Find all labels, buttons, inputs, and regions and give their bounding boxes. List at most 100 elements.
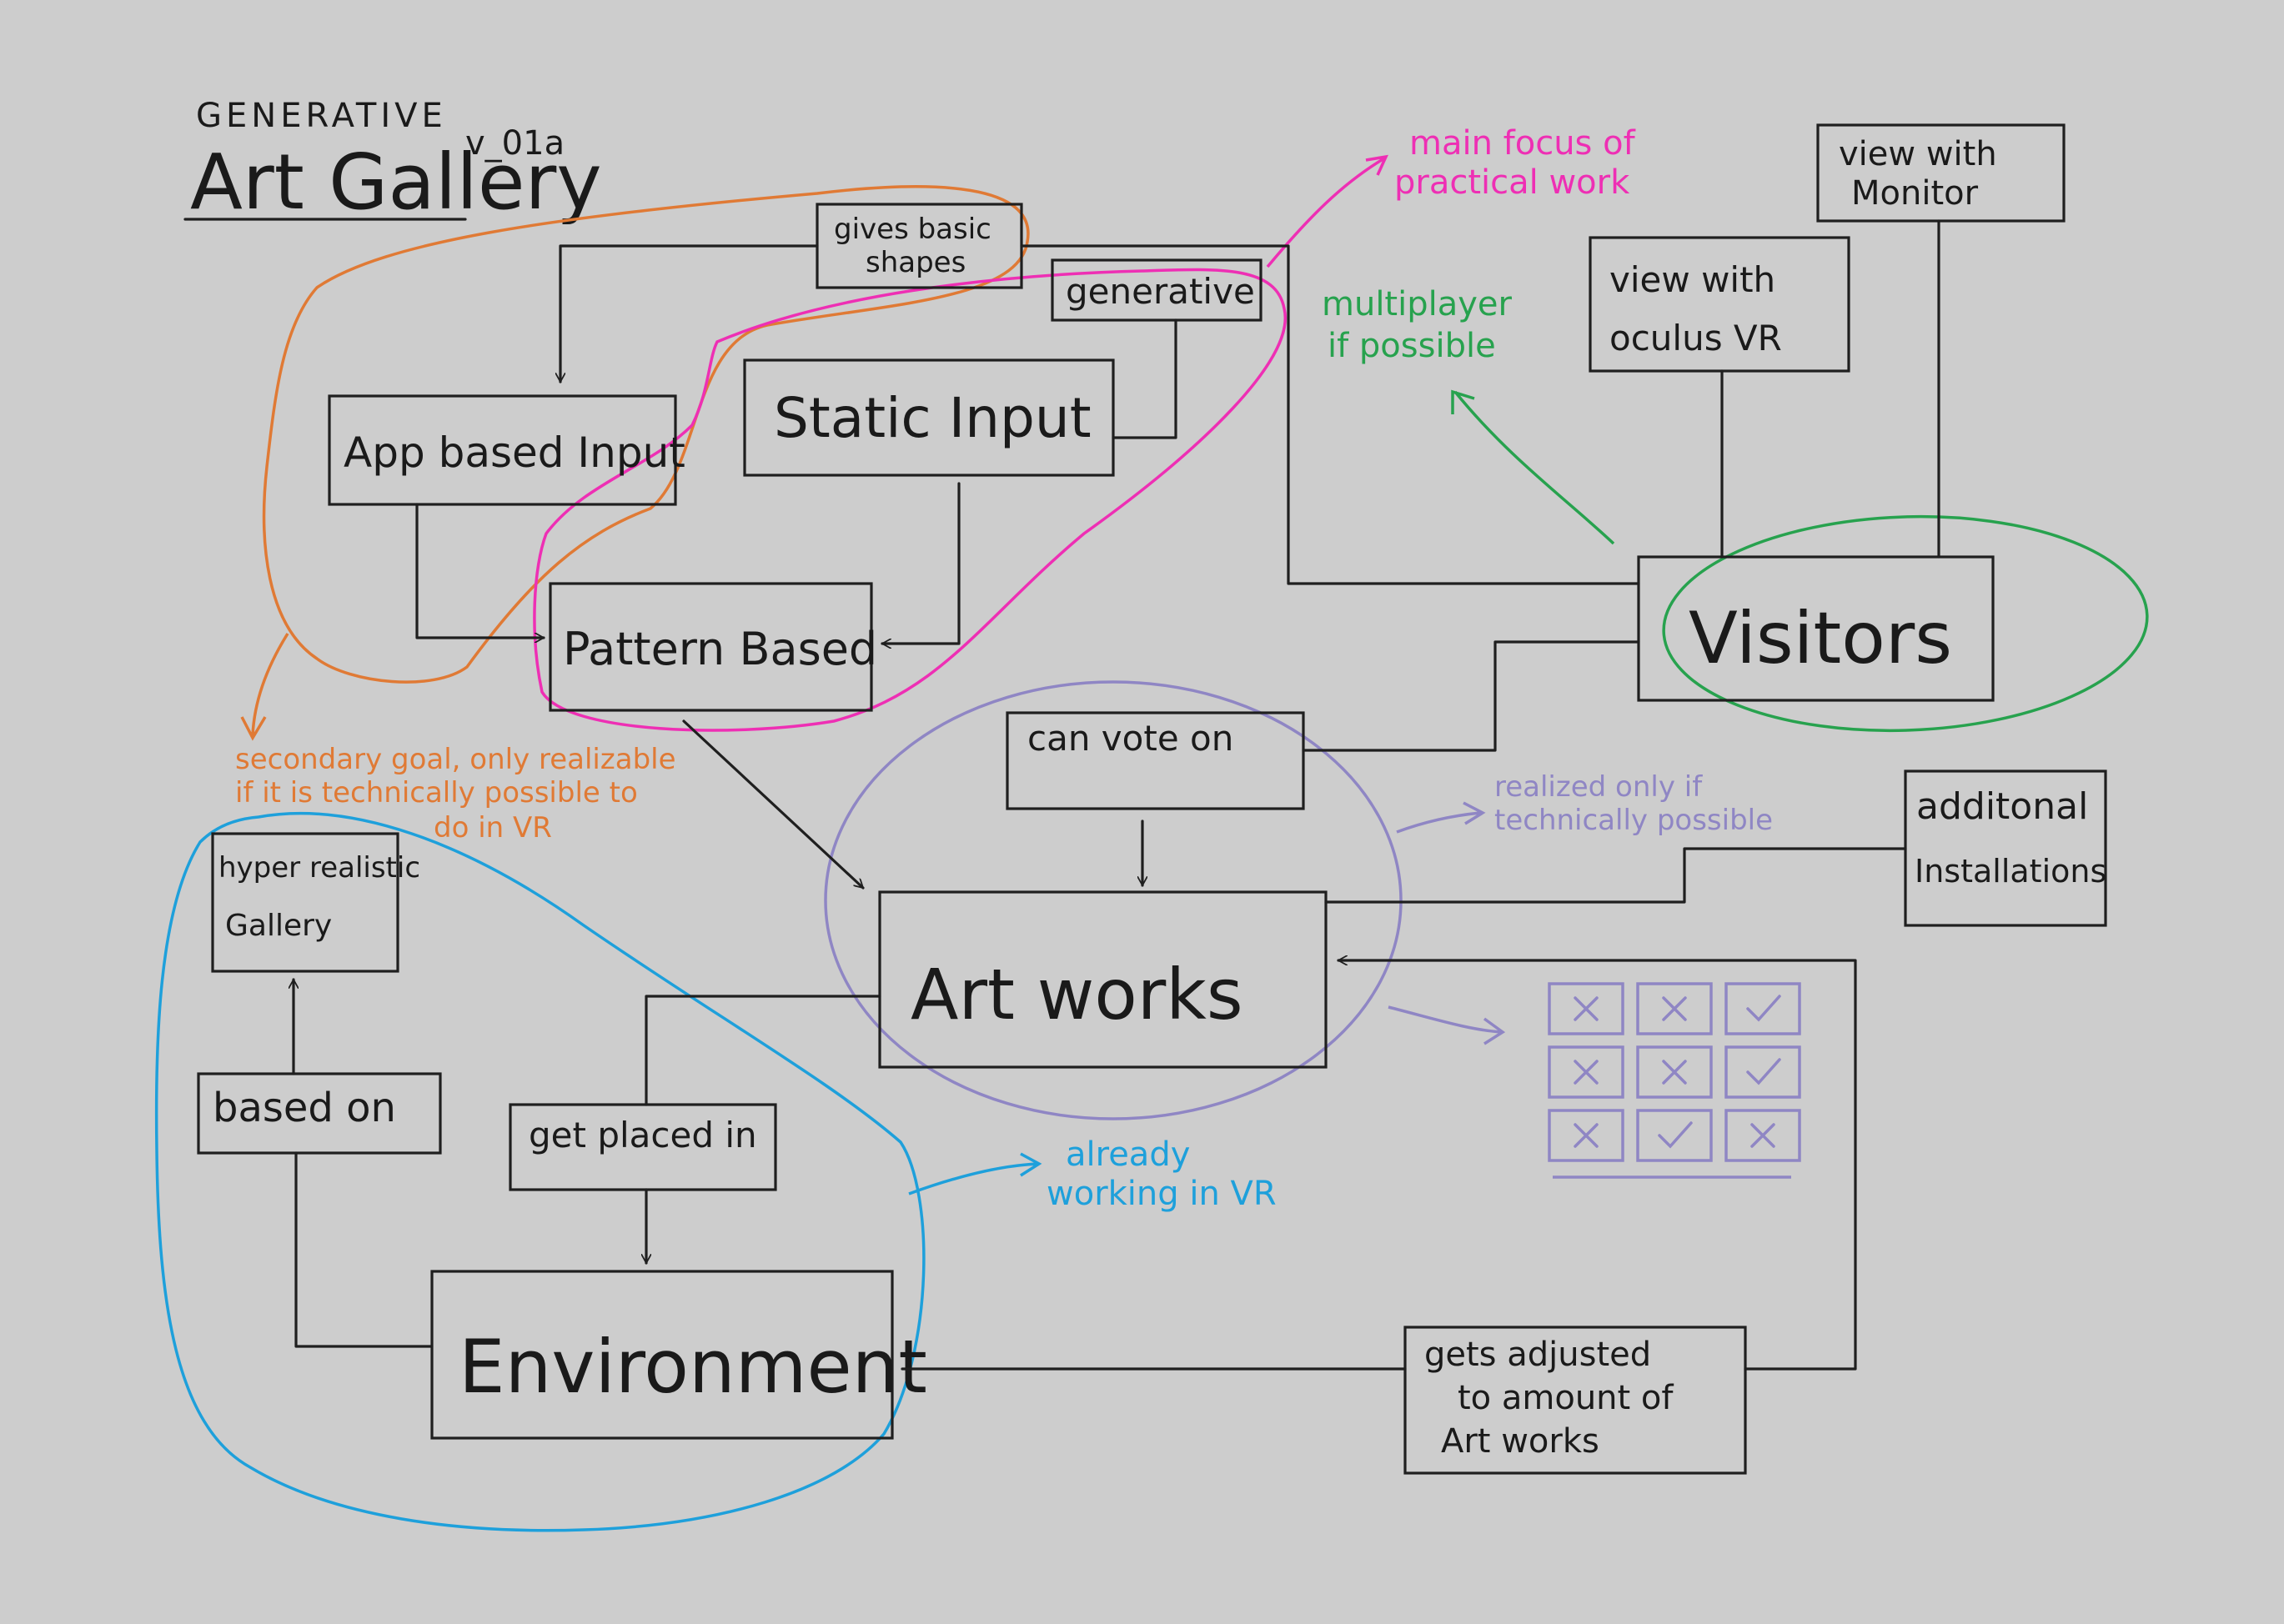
cross-icon	[1750, 1123, 1775, 1148]
check-icon	[1746, 1058, 1781, 1085]
can-vote-on-box: can vote on	[1006, 711, 1305, 810]
additional-installations-box: additonal Installations	[1904, 769, 2107, 927]
vote-cell	[1636, 982, 1713, 1035]
view-monitor-line1: view with	[1839, 135, 1997, 173]
hyper-realistic-gallery-box: hyper realistic Gallery	[211, 832, 420, 973]
connector-static-to-pattern	[881, 482, 961, 644]
cross-icon	[1574, 996, 1599, 1021]
multiplayer-line1: multiplayer	[1322, 285, 1513, 323]
main-focus-line2: practical work	[1394, 163, 1630, 202]
gets-adjusted-line2: to amount of	[1458, 1379, 1674, 1417]
connector-environment-basedon	[294, 1151, 434, 1348]
blue-region	[154, 811, 926, 1532]
title-version: v_01a	[465, 124, 565, 163]
orange-region	[262, 185, 1030, 684]
art-works-box: Art works	[878, 890, 1328, 1069]
diagram-title: GENERATIVE Art Gallery v_01a	[183, 97, 602, 227]
already-line1: already	[1066, 1135, 1190, 1174]
connector-visitors-to-vote	[1302, 640, 1640, 752]
environment-label: Environment	[459, 1324, 927, 1410]
static-input-box: Static Input	[743, 358, 1115, 477]
realized-line2: technically possible	[1494, 804, 1773, 837]
vote-cell	[1548, 1045, 1624, 1099]
vote-cell	[1636, 1109, 1713, 1162]
annotation-already-working: already working in VR	[1047, 1135, 1277, 1213]
additional-line2: Installations	[1915, 853, 2106, 890]
view-monitor-line2: Monitor	[1851, 174, 1979, 213]
view-with-monitor-box: view with Monitor	[1816, 123, 2066, 223]
gets-adjusted-line3: Art works	[1441, 1422, 1599, 1461]
generative-box: generative	[1051, 258, 1262, 322]
gets-adjusted-box: gets adjusted to amount of Art works	[1403, 1326, 1747, 1475]
vote-cell	[1548, 1109, 1624, 1162]
cross-icon	[1662, 1060, 1687, 1085]
annotation-main-focus: main focus of practical work	[1394, 124, 1636, 202]
title-top: GENERATIVE	[196, 97, 447, 135]
can-vote-on-label: can vote on	[1027, 718, 1233, 759]
based-on-label: based on	[213, 1085, 396, 1131]
visitors-label: Visitors	[1689, 597, 1952, 680]
hyper-realistic-line1: hyper realistic	[218, 851, 420, 885]
vote-cell	[1636, 1045, 1713, 1099]
title-main: Art Gallery	[190, 138, 602, 227]
purple-arrow-grid	[1388, 1005, 1506, 1045]
purple-arrow-top	[1396, 801, 1486, 834]
gives-basic-shapes-line1: gives basic	[834, 213, 991, 246]
visitors-box: Visitors	[1637, 555, 1995, 702]
connector-shapes-to-visitors	[1020, 244, 1640, 585]
green-arrow	[1451, 389, 1615, 545]
view-with-oculus-box: view with oculus VR	[1589, 236, 1850, 373]
secondary-line1: secondary goal, only realizable	[235, 743, 676, 776]
vote-cell	[1724, 982, 1801, 1035]
green-region	[1662, 514, 2149, 733]
main-focus-line1: main focus of	[1409, 124, 1636, 163]
get-placed-in-box: get placed in	[509, 1103, 777, 1191]
gives-basic-shapes-line2: shapes	[866, 246, 966, 279]
cross-icon	[1574, 1060, 1599, 1085]
vote-cell	[1724, 1109, 1801, 1162]
connector-generative-static	[1112, 318, 1177, 439]
annotation-multiplayer: multiplayer if possible	[1322, 285, 1513, 365]
magenta-region	[533, 268, 1288, 732]
purple-region	[824, 680, 1403, 1120]
view-oculus-line1: view with	[1609, 259, 1775, 300]
based-on-box: based on	[197, 1072, 442, 1155]
annotation-realized-only-if: realized only if technically possible	[1494, 770, 1773, 837]
hyper-realistic-line2: Gallery	[225, 909, 332, 943]
get-placed-in-label: get placed in	[529, 1115, 757, 1155]
app-based-input-box: App based Input	[328, 394, 685, 506]
orange-arrow	[240, 633, 289, 741]
annotation-secondary-goal: secondary goal, only realizable if it is…	[235, 743, 676, 845]
blue-arrow	[908, 1152, 1042, 1195]
connector-app-to-pattern	[415, 503, 545, 638]
gets-adjusted-line1: gets adjusted	[1424, 1336, 1651, 1374]
view-oculus-line2: oculus VR	[1609, 318, 1782, 358]
multiplayer-line2: if possible	[1328, 327, 1496, 365]
magenta-arrow	[1266, 154, 1388, 268]
vote-cell	[1548, 982, 1624, 1035]
connector-artworks-to-placed	[645, 995, 881, 1106]
vote-grid	[1548, 982, 1801, 1162]
check-icon	[1746, 995, 1781, 1022]
secondary-line2: if it is technically possible to	[235, 776, 638, 809]
pattern-based-box: Pattern Based	[549, 582, 877, 712]
additional-line1: additonal	[1916, 785, 2088, 828]
connector-pattern-to-artworks	[682, 719, 865, 890]
app-based-input-label: App based Input	[344, 429, 685, 477]
pattern-based-label: Pattern Based	[563, 623, 877, 675]
connector-shapes-to-app	[560, 244, 819, 383]
check-icon	[1658, 1121, 1693, 1149]
connector-adjusted-to-artworks	[1337, 960, 1857, 1371]
cross-icon	[1574, 1123, 1599, 1148]
environment-box: Environment	[430, 1270, 927, 1440]
generative-label: generative	[1066, 271, 1255, 312]
art-works-label: Art works	[911, 954, 1243, 1035]
realized-line1: realized only if	[1494, 770, 1703, 804]
connector-installations-to-artworks	[1324, 847, 1907, 904]
cross-icon	[1662, 996, 1687, 1021]
already-line2: working in VR	[1047, 1175, 1277, 1213]
secondary-line3: do in VR	[434, 811, 552, 845]
vote-cell	[1724, 1045, 1801, 1099]
gives-basic-shapes-box: gives basic shapes	[816, 203, 1023, 289]
